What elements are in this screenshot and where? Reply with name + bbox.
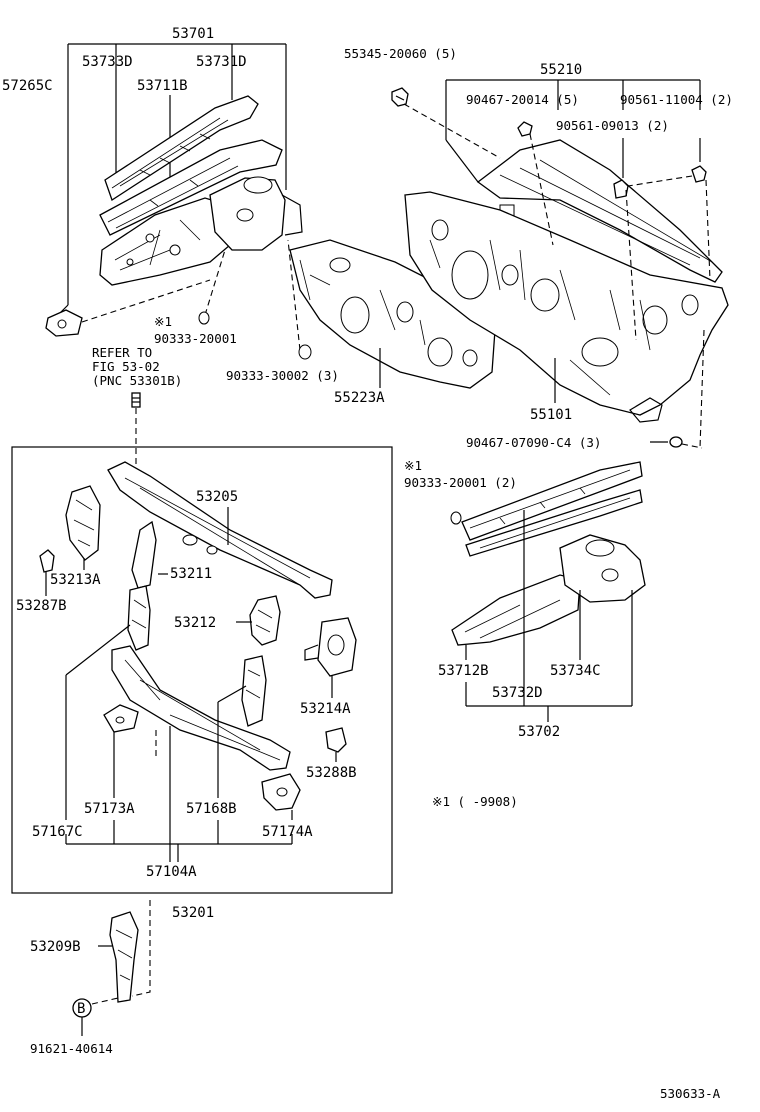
label-53287b: 53287B — [16, 598, 67, 614]
label-90333-20001-2: 90333-20001 (2) — [404, 475, 517, 490]
label-90467-20014: 90467-20014 (5) — [466, 92, 579, 107]
group-53702-leaders — [465, 510, 633, 722]
bolt-91621-40614: B — [72, 998, 92, 1018]
label-refer-pnc: (PNC 53301B) — [92, 373, 182, 388]
part-53711b-apron — [99, 197, 231, 286]
label-53201: 53201 — [172, 905, 214, 921]
label-90561-09013: 90561-09013 (2) — [556, 118, 669, 133]
part-57174a-bracket — [261, 773, 301, 811]
label-55101: 55101 — [530, 407, 572, 423]
label-90561-11004: 90561-11004 (2) — [620, 92, 733, 107]
part-53731d-upper-member — [99, 139, 283, 236]
label-53733d: 53733D — [82, 54, 133, 70]
label-refer-to: REFER TO — [92, 345, 152, 360]
part-57167c-upright — [127, 585, 151, 651]
group-57104a-leaders — [65, 726, 293, 862]
part-53209b-brace — [109, 911, 139, 1003]
grommet-90333-20001 — [198, 311, 210, 325]
label-53702: 53702 — [518, 724, 560, 740]
part-53212-bracket — [249, 595, 281, 646]
part-53214a-hood-lock — [304, 617, 357, 677]
grommet-90333-30002 — [298, 344, 312, 360]
label-refer-fig: FIG 53-02 — [92, 359, 160, 374]
part-53287b-clip — [39, 549, 55, 573]
part-57265c-bracket — [45, 309, 83, 337]
figure-code: 530633-A — [660, 1086, 721, 1101]
label-90333-20001: 90333-20001 — [154, 331, 237, 346]
label-57174a: 57174A — [262, 824, 313, 840]
part-53213a-side-support — [65, 485, 101, 561]
part-55223a-insulator — [289, 239, 496, 389]
leader-57167c-b — [65, 624, 131, 676]
label-91621-40614: 91621-40614 — [30, 1041, 113, 1056]
dash-53209b — [131, 900, 151, 997]
bolt-90467-20014 — [517, 121, 554, 246]
label-53213a: 53213A — [50, 572, 101, 588]
dash-57265c — [81, 279, 211, 323]
label-55210: 55210 — [540, 62, 582, 78]
part-suspension-tower — [209, 176, 303, 251]
label-53734c: 53734C — [550, 663, 601, 679]
part-53288b-bracket — [325, 727, 347, 753]
dash-90333-30002 — [287, 239, 301, 351]
label-53205: 53205 — [196, 489, 238, 505]
clip-55345-20060 — [391, 87, 409, 107]
label-53209b: 53209B — [30, 939, 81, 955]
label-53211: 53211 — [170, 566, 212, 582]
part-53712b-apron — [451, 574, 581, 646]
nut-90561-11004 — [627, 165, 707, 187]
label-53712b: 53712B — [438, 663, 489, 679]
label-53732d: 53732D — [492, 685, 543, 701]
label-53288b: 53288B — [306, 765, 357, 781]
refer-clip-53301b — [131, 392, 141, 470]
group-53701-leaders — [57, 43, 287, 316]
note-star1-range: ※1 ( -9908) — [432, 794, 518, 809]
label-55345-20060: 55345-20060 (5) — [344, 46, 457, 61]
label-90333-30002: 90333-30002 (3) — [226, 368, 339, 383]
part-53211-brace — [131, 520, 157, 589]
part-53734c-upper-member — [465, 489, 643, 557]
part-53732d-rail — [461, 461, 643, 541]
label-57167c: 57167C — [32, 824, 83, 840]
part-57173a-bracket — [103, 704, 139, 733]
label-53214a: 53214A — [300, 701, 351, 717]
label-57168b: 57168B — [186, 801, 237, 817]
part-57168b-upright — [241, 655, 267, 727]
label-90467-07090: 90467-07090-C4 (3) — [466, 435, 601, 450]
part-55101-dash-panel — [404, 191, 729, 423]
part-53733d-rail — [104, 95, 259, 201]
grommet-90333-20001-right — [450, 511, 462, 525]
part-57104a-lower-crossmember — [111, 645, 291, 771]
label-53212: 53212 — [174, 615, 216, 631]
label-57173a: 57173A — [84, 801, 135, 817]
clip-90467-07090 — [650, 436, 703, 449]
label-53711b: 53711B — [137, 78, 188, 94]
mark-star1-b: ※1 — [404, 458, 422, 473]
dash-right-edge — [699, 179, 711, 449]
nut-90561-09013 — [613, 179, 637, 341]
part-right-suspension-tower — [559, 534, 646, 603]
mark-star1-a: ※1 — [154, 314, 172, 329]
bolt-b-mark: B — [77, 1001, 85, 1017]
box-53201 — [11, 446, 393, 894]
dash-55345 — [403, 103, 501, 159]
leader-57168b-b — [217, 685, 247, 703]
dash-91621 — [91, 997, 119, 1005]
label-53731d: 53731D — [196, 54, 247, 70]
label-55223a: 55223A — [334, 390, 385, 406]
label-57104a: 57104A — [146, 864, 197, 880]
dash-90333-20001 — [204, 249, 226, 316]
label-53701: 53701 — [172, 26, 214, 42]
label-57265c: 57265C — [2, 78, 53, 94]
part-53205-upper-support — [107, 461, 333, 599]
group-55210-leaders — [445, 79, 701, 183]
